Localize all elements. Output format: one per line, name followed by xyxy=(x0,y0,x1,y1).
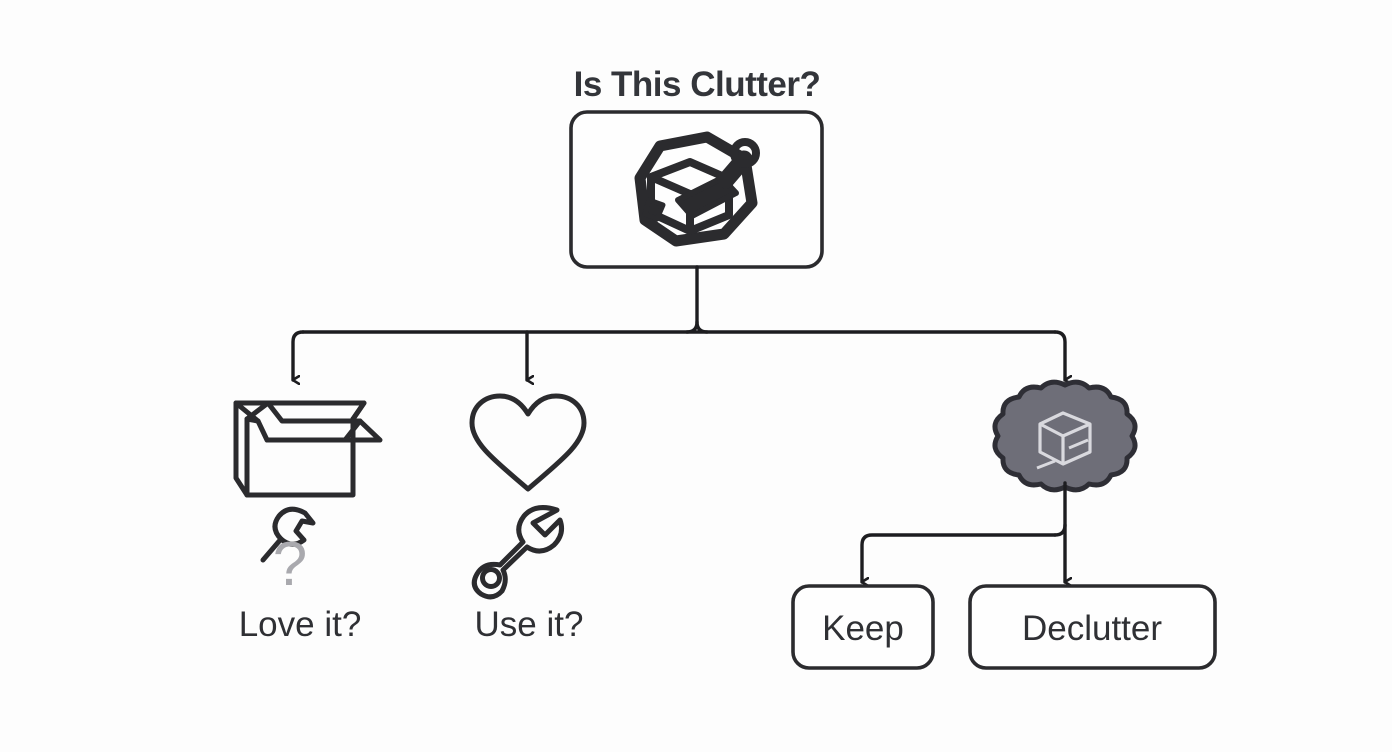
declutter-box[interactable] xyxy=(968,584,1217,670)
connector-to-keep xyxy=(860,533,1057,582)
boxed-item-tag-icon xyxy=(634,131,760,247)
branch-badge[interactable] xyxy=(860,379,1138,582)
heart-icon xyxy=(469,393,587,492)
wrench-question-icon: ? xyxy=(260,506,316,599)
connector-to-badge xyxy=(1053,330,1065,380)
keep-label: Keep xyxy=(822,609,904,648)
branch-use[interactable]: Use it? xyxy=(469,393,587,644)
keep-box[interactable] xyxy=(791,584,935,670)
outcome-declutter[interactable]: Declutter xyxy=(968,584,1217,670)
branch-label-love: Love it? xyxy=(239,605,362,644)
outcome-keep[interactable]: Keep xyxy=(791,584,935,670)
branch-love[interactable]: ? Love it? xyxy=(233,400,383,644)
branch-label-use: Use it? xyxy=(475,605,584,644)
open-box-icon xyxy=(233,400,383,498)
declutter-label: Declutter xyxy=(1022,609,1162,648)
svg-text:?: ? xyxy=(273,530,307,599)
connector-to-love xyxy=(291,330,305,380)
badge-box-icon xyxy=(992,379,1138,493)
page-title: Is This Clutter? xyxy=(574,65,821,104)
connector-root-trunk xyxy=(685,265,709,334)
wrench-icon xyxy=(471,505,564,600)
